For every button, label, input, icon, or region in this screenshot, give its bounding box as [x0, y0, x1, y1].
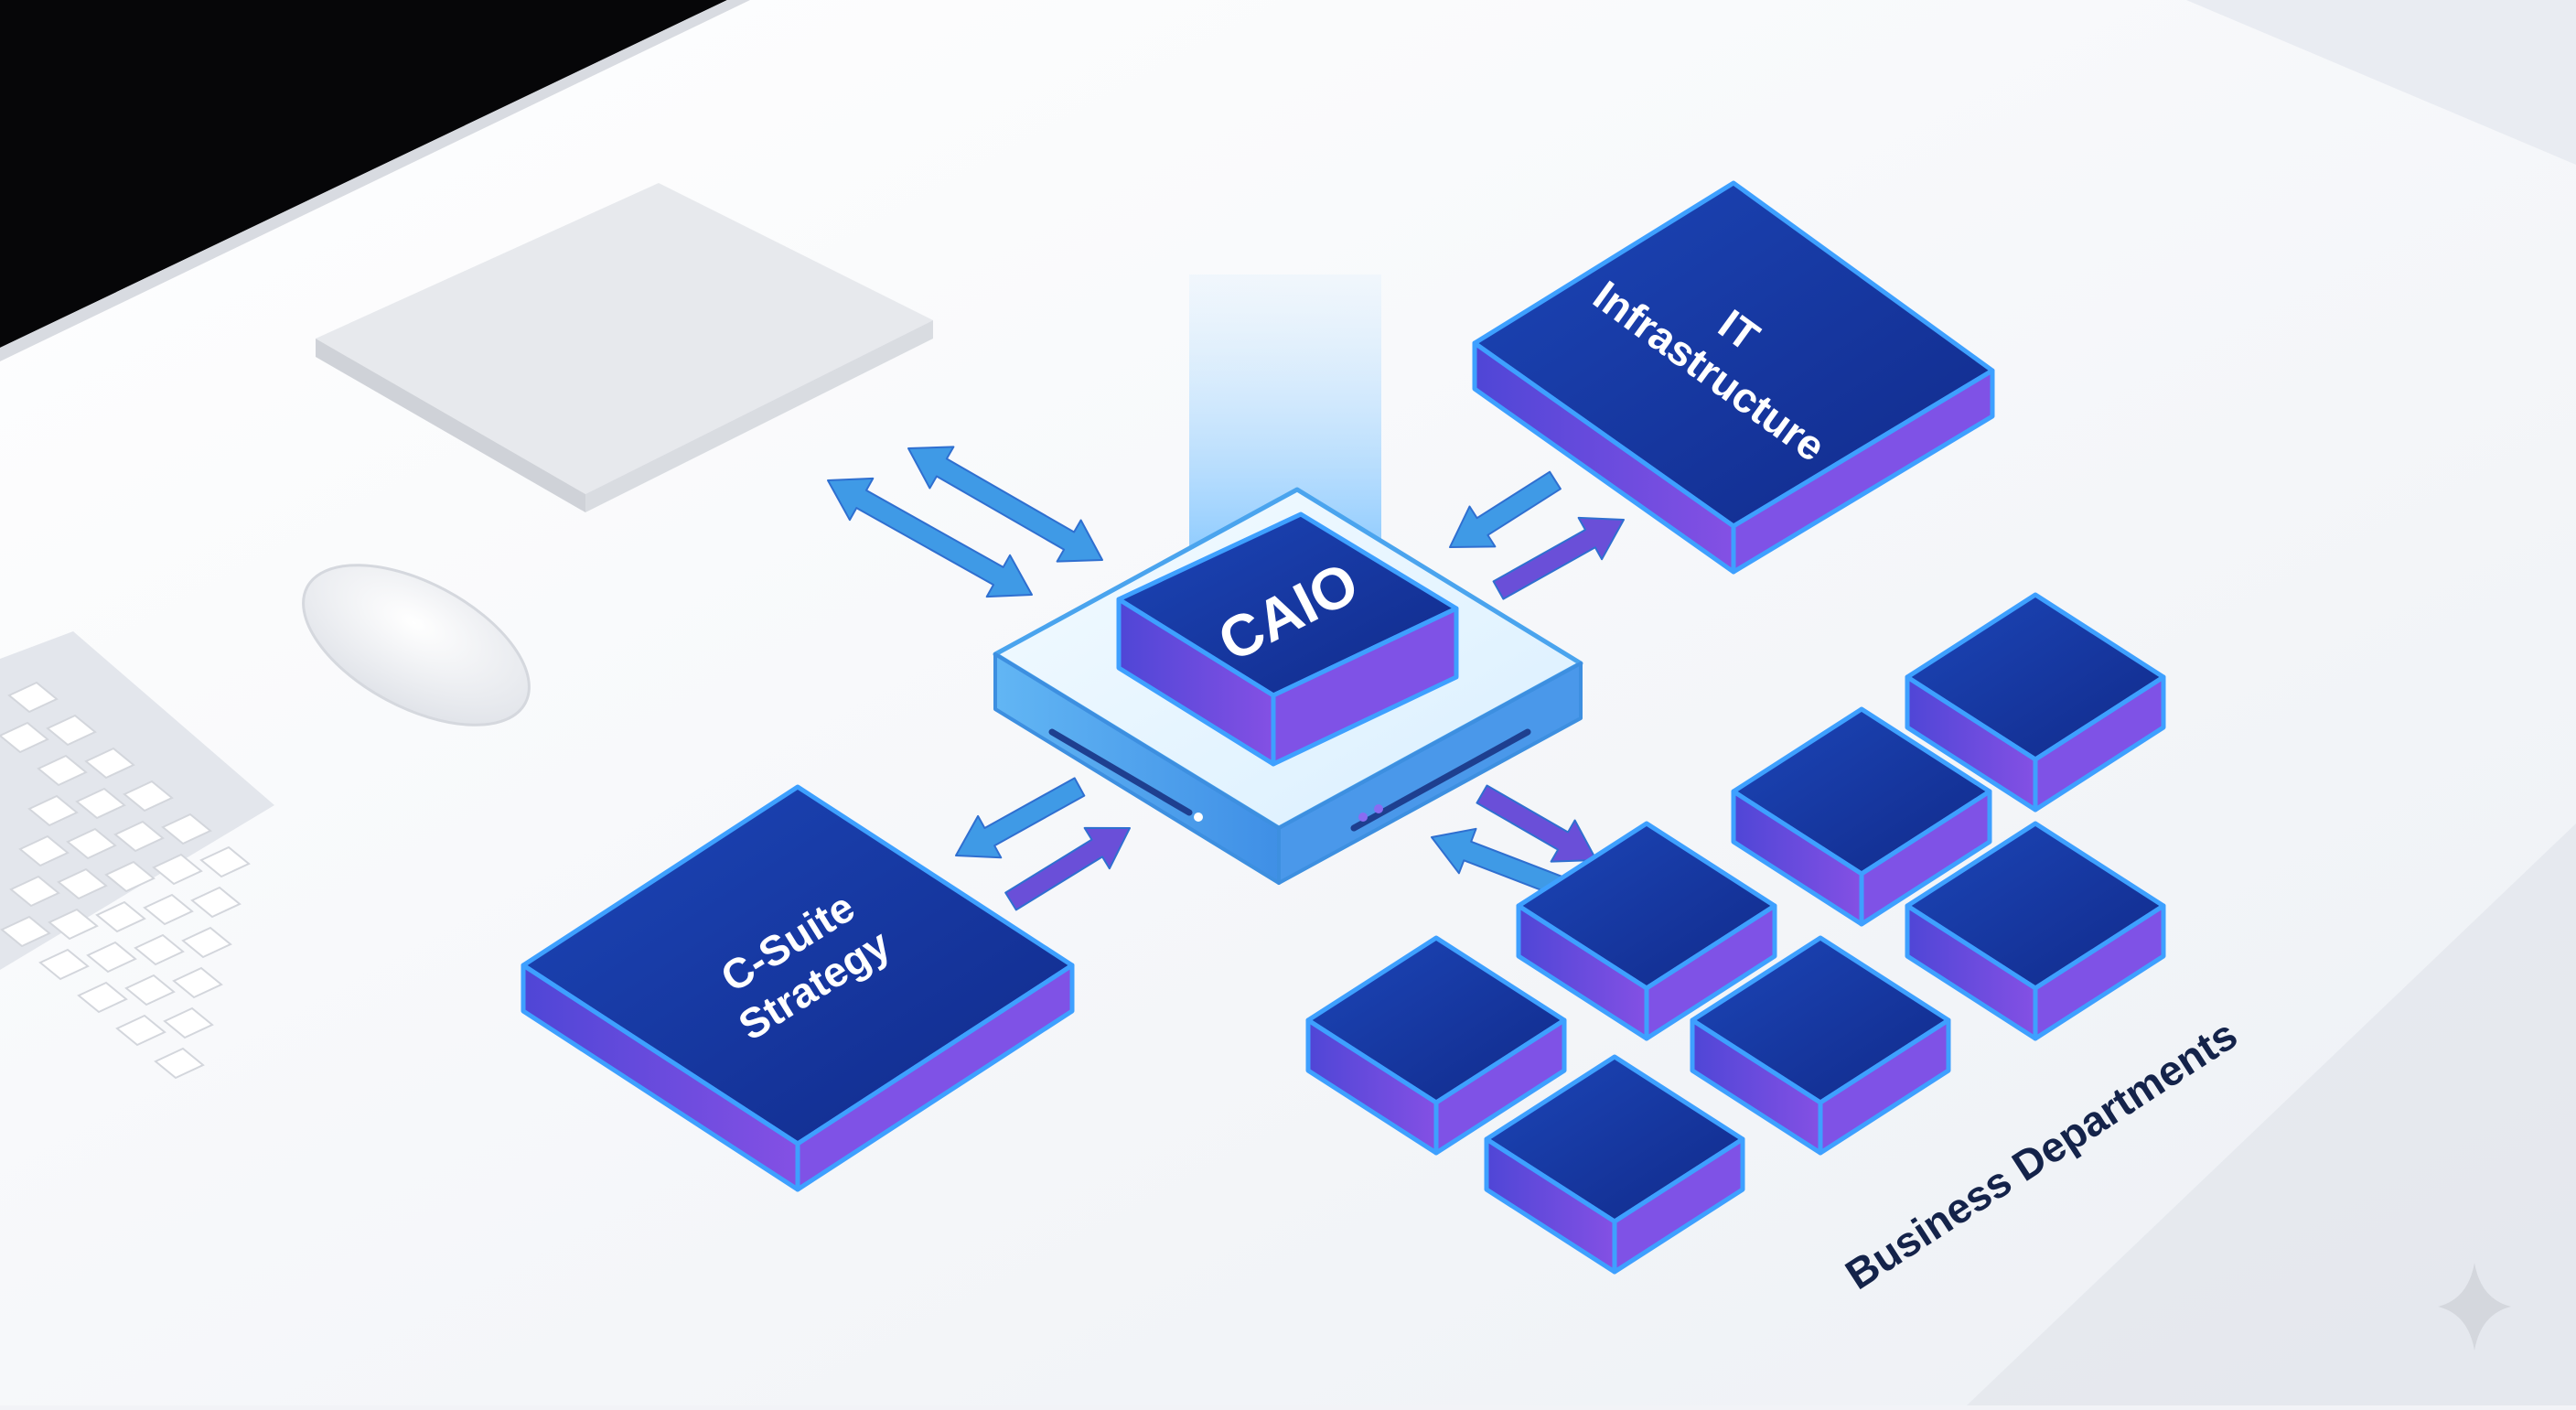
keyboard-key [46, 714, 97, 747]
keyboard-key [172, 966, 223, 999]
keyboard-key [84, 747, 135, 780]
keyboard-key [115, 1014, 166, 1047]
flow-arrow [1449, 470, 1562, 548]
keyboard-key [57, 867, 108, 900]
keyboard-key [124, 974, 176, 1006]
keyboard-key [199, 845, 251, 878]
keyboard-key [37, 754, 88, 787]
keyboard-key [134, 933, 185, 966]
keyboard [0, 631, 274, 1080]
keyboard-key [0, 915, 51, 948]
flow-arrow [1476, 784, 1597, 863]
flow-arrow [907, 446, 1103, 563]
business-departments-group [1305, 592, 2166, 1275]
department-block[interactable] [1731, 706, 1992, 927]
keyboard-key [27, 794, 79, 827]
keyboard-key [143, 893, 194, 926]
it-infrastructure-block[interactable]: IT Infrastructure [1472, 180, 1995, 575]
keyboard-key [95, 900, 146, 933]
keyboard-key [163, 1006, 214, 1039]
csuite-strategy-block[interactable]: C-Suite Strategy [521, 784, 1075, 1192]
keyboard-key [190, 886, 242, 919]
computer-mouse [302, 564, 531, 727]
keyboard-key [161, 813, 212, 845]
department-block[interactable] [1305, 935, 1567, 1156]
desk-edge [1967, 823, 2576, 1405]
keyboard-key [113, 820, 165, 853]
keyboard-key [104, 860, 156, 893]
desktop-monitor [0, 0, 933, 512]
flow-arrow [1004, 826, 1131, 911]
keyboard-key [48, 908, 99, 941]
keyboard-key [181, 926, 232, 959]
department-block[interactable] [1905, 821, 2166, 1041]
keyboard-key [75, 787, 126, 820]
keyboard-key [38, 948, 90, 981]
keyboard-keys [0, 681, 251, 1080]
keyboard-key [86, 941, 137, 974]
department-block[interactable] [1690, 935, 1951, 1156]
department-block[interactable] [1905, 592, 2166, 813]
sparkle-icon [2438, 1263, 2511, 1351]
arrows [827, 446, 1625, 911]
keyboard-key [7, 681, 59, 714]
flow-arrow [827, 477, 1033, 598]
caio-hub-block[interactable]: CAIO [1116, 511, 1459, 767]
keyboard-key [18, 834, 70, 867]
department-block[interactable] [1516, 821, 1777, 1041]
flow-arrow [955, 777, 1086, 859]
flow-arrow [1492, 516, 1625, 600]
keyboard-key [152, 853, 203, 886]
keyboard-key [154, 1047, 205, 1080]
keyboard-key [123, 780, 174, 813]
keyboard-key [9, 875, 60, 908]
keyboard-key [0, 721, 49, 754]
keyboard-key [77, 981, 128, 1014]
keyboard-key [66, 827, 117, 860]
department-block[interactable] [1484, 1054, 1745, 1275]
